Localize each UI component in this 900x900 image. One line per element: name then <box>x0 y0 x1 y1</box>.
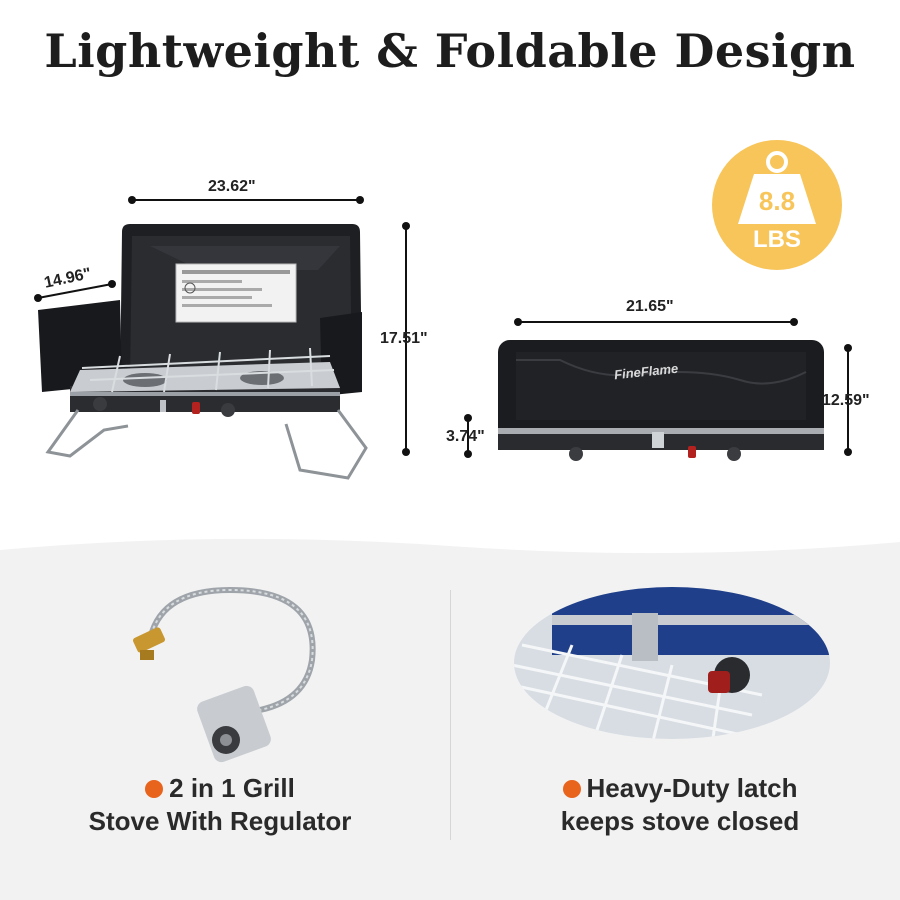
latch-closeup-illustration <box>514 587 830 739</box>
closed-width-label: 21.65" <box>626 298 674 315</box>
stove-diagram-area <box>34 196 852 480</box>
feature-caption-regulator: 2 in 1 Grill Stove With Regulator <box>60 772 380 838</box>
regulator-hose-illustration <box>133 586 316 763</box>
feature-caption-latch: Heavy-Duty latch keeps stove closed <box>520 772 840 838</box>
weight-value: 8.8 <box>758 186 796 216</box>
closed-height-label: 3.74" <box>446 428 485 445</box>
open-width-label: 23.62" <box>208 178 256 195</box>
feature-divider <box>450 590 451 840</box>
page-title: Lightweight & Foldable Design <box>44 24 856 78</box>
closed-stove-illustration <box>464 318 852 461</box>
feature-1-line1: 2 in 1 Grill <box>169 773 295 803</box>
feature-2-line2: keeps stove closed <box>560 806 800 836</box>
feature-1-line2: Stove With Regulator <box>88 806 352 836</box>
weight-unit: LBS <box>753 226 801 253</box>
open-stove-illustration <box>34 196 410 480</box>
weight-icon <box>738 151 816 224</box>
closed-depth-label: 12.59" <box>822 392 870 409</box>
bullet-dot <box>562 780 581 798</box>
weight-badge: 8.8 LBS <box>712 140 842 270</box>
open-height-label: 17.51" <box>380 330 428 347</box>
feature-2-line1: Heavy-Duty latch <box>586 773 798 803</box>
bullet-dot <box>145 780 164 798</box>
